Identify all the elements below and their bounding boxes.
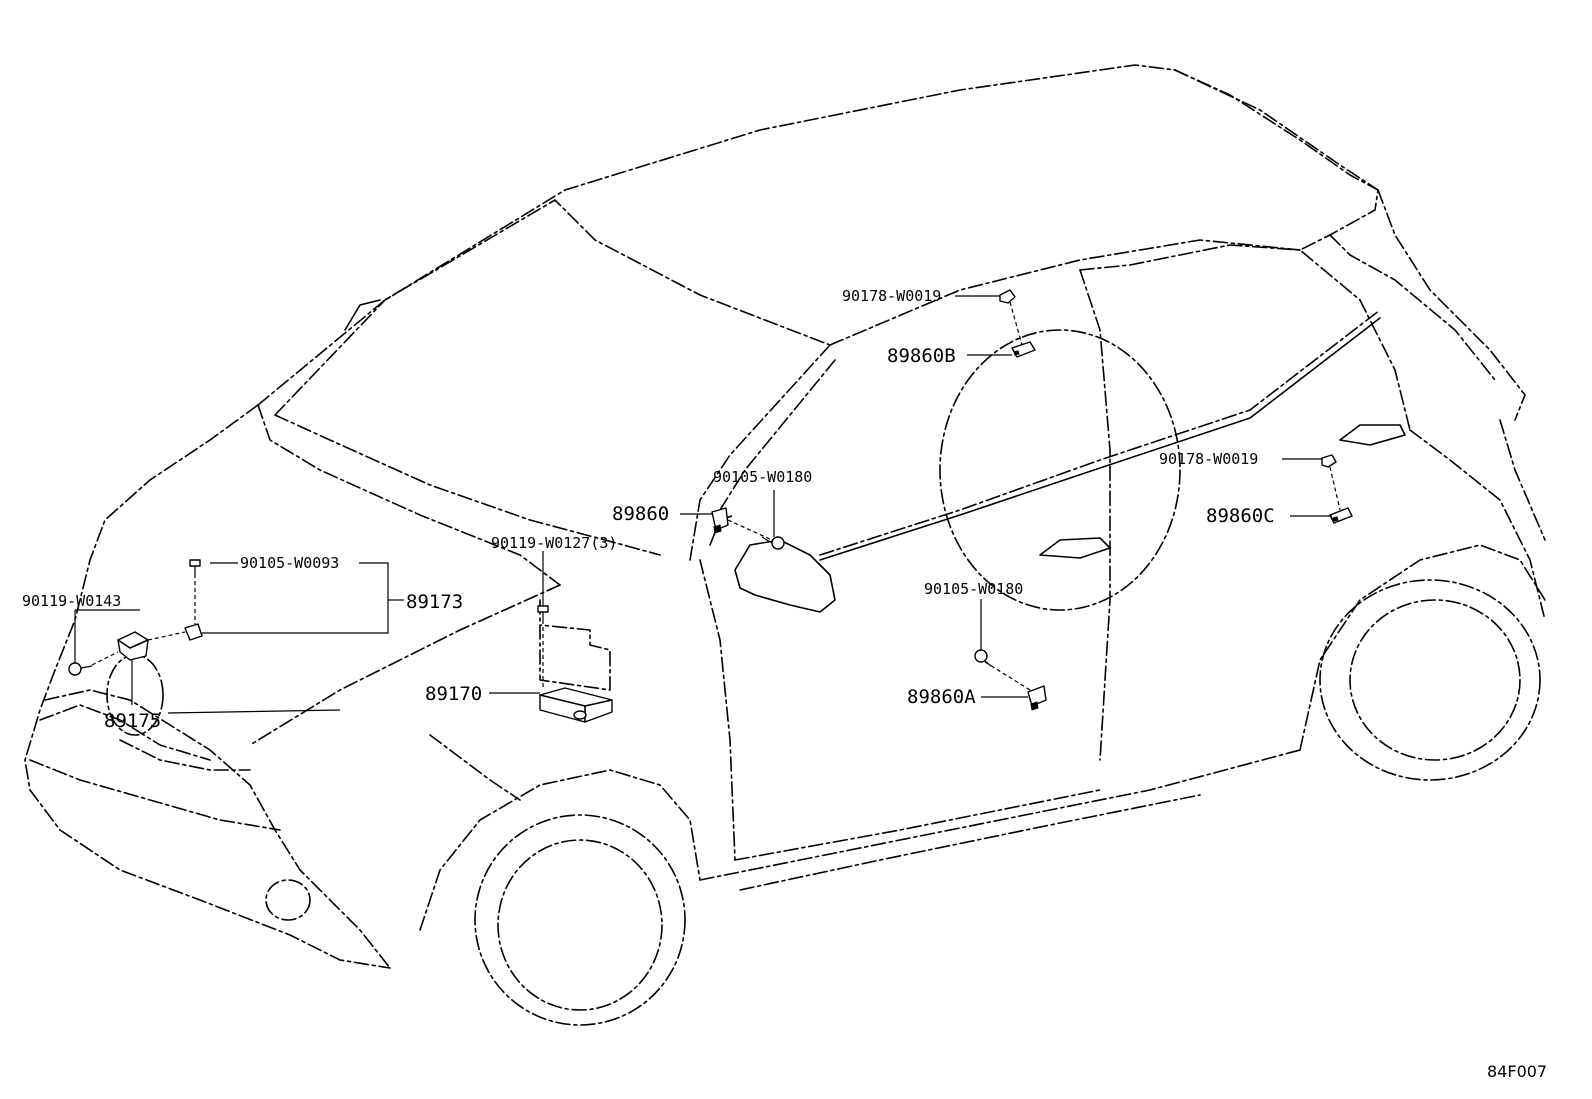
sensor-89860-icon: [711, 507, 729, 534]
diagram-code: 84F007: [1487, 1062, 1547, 1081]
bolt-90105-w0180-top-icon: [761, 536, 785, 550]
clip-90178-top-icon: [999, 289, 1016, 304]
label-90105-w0180-mid: 90105-W0180: [924, 580, 1023, 598]
label-89860c: 89860C: [1206, 505, 1275, 527]
label-89175: 89175: [104, 710, 161, 732]
label-89860a: 89860A: [907, 686, 976, 708]
label-89860b: 89860B: [887, 345, 956, 367]
label-90178-w0019-right: 90178-W0019: [1159, 450, 1258, 468]
vehicle-outline: [24, 64, 1546, 1026]
label-90178-w0019-top: 90178-W0019: [842, 287, 941, 305]
bolt-90119-w0143-icon: [68, 662, 93, 676]
label-89860: 89860: [612, 503, 669, 525]
leader-lines: [74, 295, 1341, 714]
sensor-89175-icon: [117, 631, 149, 661]
sensor-89860b-icon: [1011, 341, 1036, 358]
label-90105-w0180-top: 90105-W0180: [713, 468, 812, 486]
label-89170: 89170: [425, 683, 482, 705]
airbag-ecu-89170-icon: [539, 687, 613, 723]
part-labels: 90178-W0019 89860B 90178-W0019 89860C 90…: [22, 287, 1547, 1081]
sensor-89860c-icon: [1329, 507, 1353, 524]
label-90105-w0093: 90105-W0093: [240, 554, 339, 572]
bolt-90105-w0093-icon: [189, 559, 201, 574]
sensor-89173-icon: [184, 623, 203, 641]
clip-90178-right-icon: [1321, 454, 1337, 468]
label-90119-w0127: 90119-W0127(3): [491, 534, 617, 552]
sensor-89860a-icon: [1027, 685, 1047, 711]
label-90119-w0143: 90119-W0143: [22, 592, 121, 610]
label-89173: 89173: [406, 591, 463, 613]
parts: [68, 289, 1353, 723]
